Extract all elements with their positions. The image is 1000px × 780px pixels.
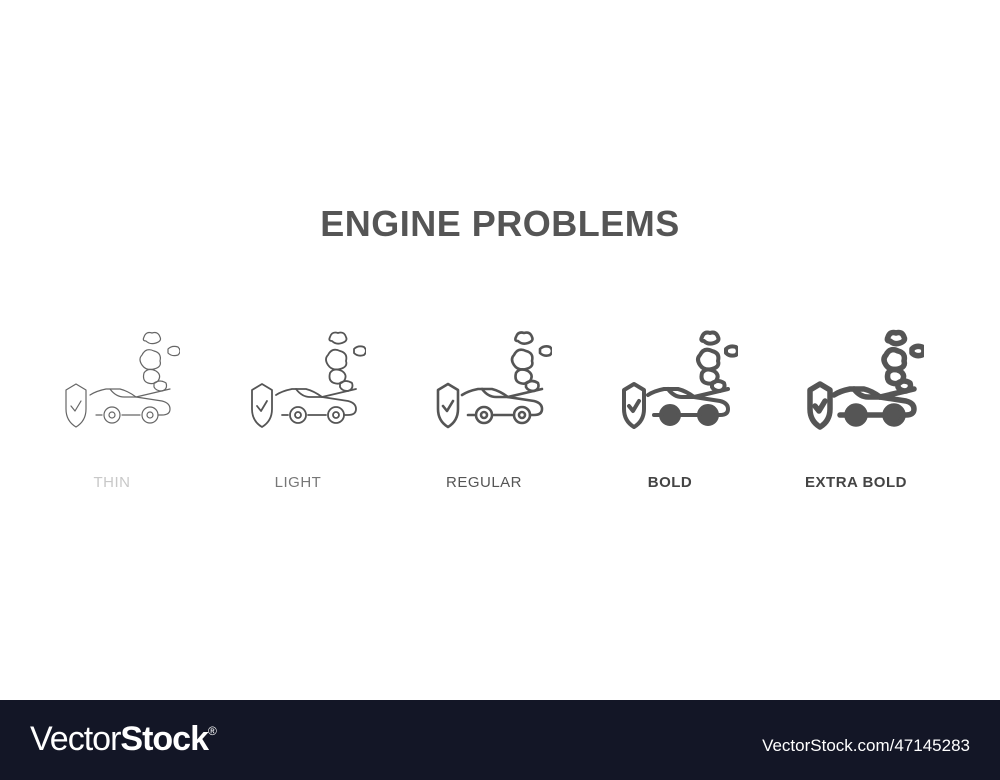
smoke-icon <box>139 331 181 392</box>
logo-light: Vector <box>30 720 121 758</box>
smoke-icon <box>696 330 740 393</box>
smoke-icon <box>510 331 554 393</box>
engine-problem-icon-bold <box>608 325 740 435</box>
vectorstock-logo: VectorStock® <box>30 720 217 759</box>
smoke-icon <box>881 329 927 394</box>
variant-label-light: LIGHT <box>274 474 322 491</box>
engine-problem-icon-regular <box>422 325 554 435</box>
engine-problem-icon-extra-bold <box>794 325 927 435</box>
smoke-icon <box>325 331 367 392</box>
variant-label-regular: REGULAR <box>445 474 523 491</box>
car-icon <box>831 386 917 427</box>
shield-check-icon <box>436 382 460 429</box>
car-icon <box>89 388 171 424</box>
footer-bar: VectorStock® VectorStock.com/47145283 <box>0 700 1000 780</box>
car-icon <box>646 387 730 426</box>
shield-check-icon <box>251 383 273 428</box>
car-icon <box>275 388 357 424</box>
engine-problem-icon-light <box>236 325 367 435</box>
shield-check-icon <box>807 381 833 430</box>
page-title: ENGINE PROBLEMS <box>320 203 680 244</box>
shield-check-icon <box>65 383 87 428</box>
engine-problem-icon-thin <box>50 325 181 435</box>
registered-mark: ® <box>207 724 217 738</box>
variant-label-thin: THIN <box>93 474 131 491</box>
image-reference: VectorStock.com/47145283 <box>762 736 970 755</box>
shield-check-icon <box>622 382 646 429</box>
variant-label-bold: BOLD <box>647 474 693 491</box>
variant-label-extra-bold: EXTRA BOLD <box>805 474 907 491</box>
logo-bold: Stock <box>120 720 209 758</box>
car-icon <box>460 387 544 425</box>
